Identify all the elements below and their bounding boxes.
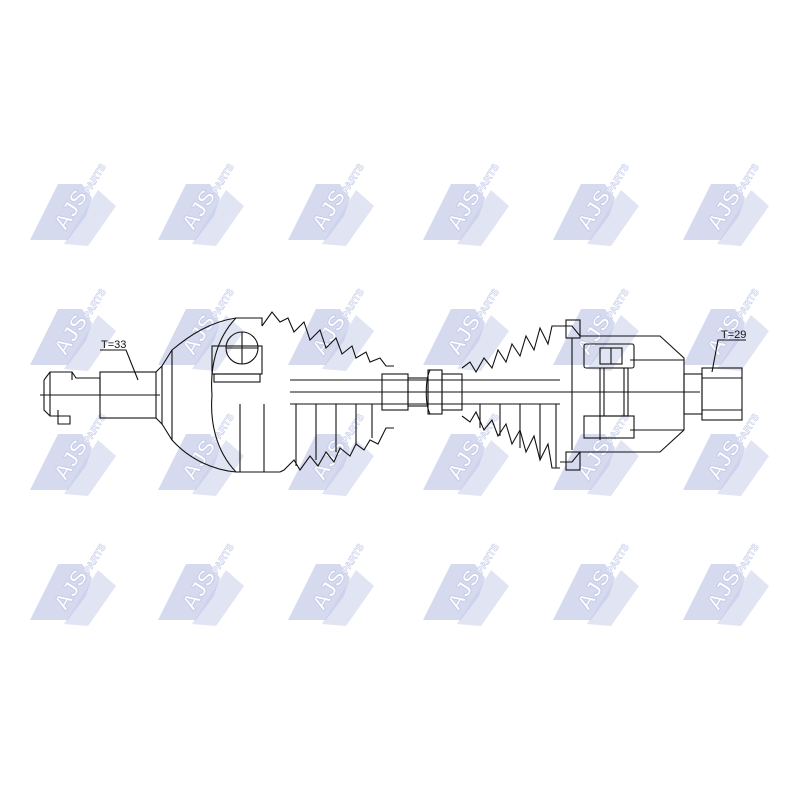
right-label-leader <box>711 339 746 373</box>
center-shaft <box>290 369 700 415</box>
ajs-parts-logo-icon <box>682 535 770 627</box>
right-spline-shaft <box>683 367 743 421</box>
right-spline-label: T=29 <box>721 329 746 341</box>
ajs-parts-logo-icon <box>552 155 640 247</box>
ajs-parts-logo-icon <box>682 155 770 247</box>
ajs-parts-logo-icon <box>287 155 375 247</box>
ajs-parts-logo-icon <box>422 535 510 627</box>
ajs-parts-logo-icon <box>29 405 117 497</box>
ajs-parts-logo-icon <box>552 405 640 497</box>
ajs-parts-logo-icon <box>157 405 245 497</box>
left-boot <box>239 311 394 473</box>
right-boot <box>461 325 560 469</box>
ajs-parts-logo-icon <box>422 155 510 247</box>
ajs-parts-logo-icon <box>29 535 117 627</box>
ajs-parts-logo-icon <box>552 535 640 627</box>
ajs-parts-logo-icon <box>682 405 770 497</box>
ajs-parts-logo-icon <box>157 535 245 627</box>
watermark-layer <box>29 155 770 627</box>
left-stub-axle <box>40 364 163 426</box>
ajs-parts-logo-icon <box>287 535 375 627</box>
ajs-parts-logo-icon <box>287 405 375 497</box>
left-spline-label: T=33 <box>101 339 126 351</box>
ajs-parts-logo-icon <box>29 155 117 247</box>
ajs-parts-logo-icon <box>682 280 770 372</box>
drive-shaft <box>40 311 746 473</box>
ajs-parts-logo-icon <box>157 280 245 372</box>
left-label-leader <box>100 349 139 381</box>
ajs-parts-logo-icon <box>157 155 245 247</box>
ajs-parts-logo-icon <box>29 280 117 372</box>
outer-cv-housing <box>161 317 280 473</box>
